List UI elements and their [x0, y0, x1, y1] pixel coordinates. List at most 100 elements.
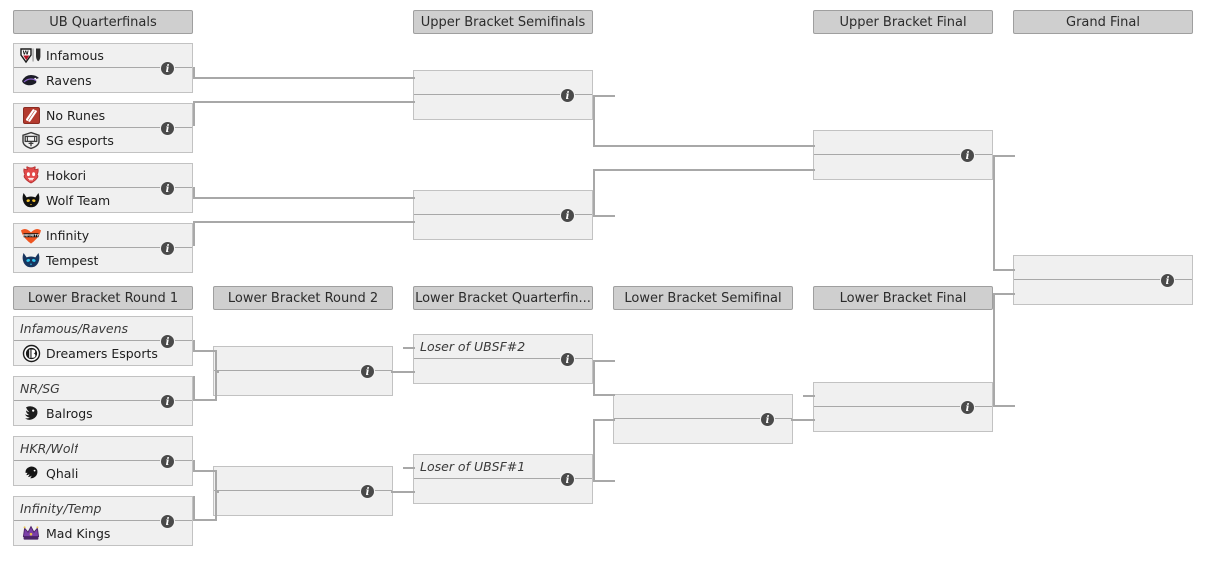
- connector: [593, 361, 595, 395]
- connector: [193, 340, 195, 352]
- connector: [593, 95, 615, 97]
- round-header-lb-final[interactable]: Lower Bracket Final: [813, 286, 993, 310]
- info-icon[interactable]: i: [160, 514, 175, 529]
- connector: [403, 467, 415, 469]
- match-ubqf3[interactable]: Hokori Wolf Team i: [13, 163, 193, 213]
- connector: [403, 347, 415, 349]
- sg-esports-logo: [18, 129, 44, 151]
- no-runes-logo: [18, 105, 44, 127]
- round-header-ub-final[interactable]: Upper Bracket Final: [813, 10, 993, 34]
- connector: [993, 293, 1015, 295]
- connector: [993, 269, 1015, 271]
- svg-text:INFINITY: INFINITY: [23, 233, 39, 237]
- connector: [593, 419, 595, 481]
- match-ubqf2[interactable]: No Runes SG esports i: [13, 103, 193, 153]
- connector: [215, 77, 415, 79]
- match-ubsf2[interactable]: i: [413, 190, 593, 240]
- match-lbr2-2[interactable]: i: [213, 466, 393, 516]
- match-grand-final[interactable]: i: [1013, 255, 1193, 305]
- team-score: [566, 504, 592, 528]
- connector: [215, 350, 217, 372]
- team-name: Infinity: [46, 228, 90, 243]
- info-icon[interactable]: i: [160, 394, 175, 409]
- info-icon[interactable]: i: [160, 181, 175, 196]
- match-row-bottom[interactable]: Qhali: [14, 461, 192, 485]
- team-name: Tempest: [46, 252, 99, 268]
- info-icon[interactable]: i: [560, 88, 575, 103]
- info-icon[interactable]: i: [160, 454, 175, 469]
- team-score: [566, 120, 592, 144]
- connector: [593, 419, 615, 421]
- connector: [593, 480, 615, 482]
- info-icon[interactable]: i: [360, 364, 375, 379]
- bracket-canvas: UB Quarterfinals Upper Bracket Semifinal…: [13, 10, 1193, 546]
- match-lbr1-1[interactable]: Infamous/Ravens Dreamers Esports i: [13, 316, 193, 366]
- connector: [215, 491, 217, 520]
- info-icon[interactable]: i: [160, 61, 175, 76]
- info-icon[interactable]: i: [160, 334, 175, 349]
- round-header-lb-round2[interactable]: Lower Bracket Round 2: [213, 286, 393, 310]
- match-row-top[interactable]: No Runes: [14, 104, 192, 128]
- connector: [193, 222, 195, 246]
- connector: [193, 221, 217, 223]
- info-icon[interactable]: i: [160, 121, 175, 136]
- connector: [215, 371, 217, 400]
- round-header-lb-semifinal[interactable]: Lower Bracket Semifinal: [613, 286, 793, 310]
- info-icon[interactable]: i: [1160, 273, 1175, 288]
- team-score: [166, 546, 192, 570]
- info-icon[interactable]: i: [960, 400, 975, 415]
- match-ubqf4[interactable]: INFINITY Infinity Tempest i: [13, 223, 193, 273]
- match-lb-final[interactable]: i: [813, 382, 993, 432]
- connector: [593, 145, 815, 147]
- connector: [193, 519, 217, 521]
- balrogs-logo: [18, 402, 44, 424]
- dreamers-esports-logo: [18, 342, 44, 364]
- info-icon[interactable]: i: [560, 208, 575, 223]
- match-lbqf2[interactable]: Loser of UBSF#1 i: [413, 454, 593, 504]
- round-header-grand-final[interactable]: Grand Final: [1013, 10, 1193, 34]
- team-name: HKR/Wolf: [20, 441, 79, 456]
- team-name: Balrogs: [46, 405, 93, 421]
- team-score: [166, 273, 192, 297]
- team-name: Ravens: [46, 72, 92, 88]
- match-lbr1-4[interactable]: Infinity/Temp Mad Kings i: [13, 496, 193, 546]
- connector: [993, 293, 995, 407]
- match-lbr1-3[interactable]: HKR/Wolf Qhali i: [13, 436, 193, 486]
- connector: [193, 350, 217, 352]
- mad-kings-logo: [18, 522, 44, 544]
- info-icon[interactable]: i: [160, 241, 175, 256]
- round-header-ub-quarterfinals[interactable]: UB Quarterfinals: [13, 10, 193, 34]
- info-icon[interactable]: i: [560, 472, 575, 487]
- connector: [193, 460, 195, 472]
- match-row-top[interactable]: W Infamous: [14, 44, 192, 68]
- team-score: [366, 396, 392, 420]
- match-ubqf1[interactable]: W Infamous Ravens i: [13, 43, 193, 93]
- info-icon[interactable]: i: [760, 412, 775, 427]
- match-lbr2-1[interactable]: i: [213, 346, 393, 396]
- round-header-ub-semifinals[interactable]: Upper Bracket Semifinals: [413, 10, 593, 34]
- team-name: Infinity/Temp: [20, 501, 102, 516]
- connector: [215, 101, 415, 103]
- match-row-top[interactable]: INFINITY Infinity: [14, 224, 192, 248]
- match-ub-final[interactable]: i: [813, 130, 993, 180]
- team-name: Loser of UBSF#1: [420, 459, 526, 474]
- team-score: [966, 432, 992, 456]
- match-lbr1-2[interactable]: NR/SG Balrogs i: [13, 376, 193, 426]
- info-icon[interactable]: i: [360, 484, 375, 499]
- connector: [193, 399, 217, 401]
- round-header-lb-round1[interactable]: Lower Bracket Round 1: [13, 286, 193, 310]
- team-name: Hokori: [46, 168, 87, 183]
- connector: [593, 169, 815, 171]
- team-name: NR/SG: [20, 381, 60, 396]
- connector: [593, 215, 615, 217]
- match-lbqf1[interactable]: Loser of UBSF#2 i: [413, 334, 593, 384]
- round-header-lb-quarterfinals[interactable]: Lower Bracket Quarterfin...: [413, 286, 593, 310]
- info-icon[interactable]: i: [960, 148, 975, 163]
- info-icon[interactable]: i: [560, 352, 575, 367]
- svg-text:W: W: [23, 50, 29, 56]
- match-ubsf1[interactable]: i: [413, 70, 593, 120]
- connector: [593, 169, 595, 217]
- match-lb-semifinal[interactable]: i: [613, 394, 793, 444]
- ravens-logo: [18, 69, 44, 91]
- connector: [993, 155, 1015, 157]
